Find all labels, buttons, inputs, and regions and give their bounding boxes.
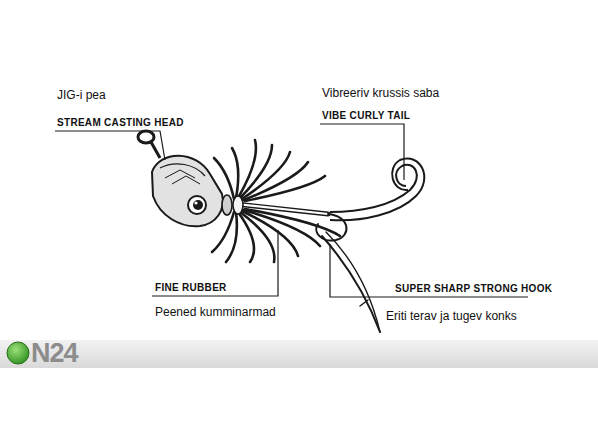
part-name: SUPER SHARP STRONG HOOK [395, 283, 552, 294]
part-name: Eriti terav ja tugev konks [386, 310, 517, 323]
curly-tail [330, 159, 424, 221]
part-name: VIBE CURLY TAIL [322, 110, 410, 121]
part-name: Peened kumminarmad [155, 306, 276, 319]
part-name: Vibreeriv krussis saba [322, 87, 439, 100]
watermark: N24 [31, 339, 78, 369]
rubber-skirt [212, 140, 340, 262]
part-name: STREAM CASTING HEAD [57, 117, 184, 128]
brand-band [0, 340, 598, 368]
part-name: JIG-i pea [57, 89, 106, 102]
brand-dot [7, 342, 29, 364]
jig-head [138, 131, 243, 226]
leader-lines [55, 124, 528, 297]
part-name: FINE RUBBER [155, 282, 227, 293]
